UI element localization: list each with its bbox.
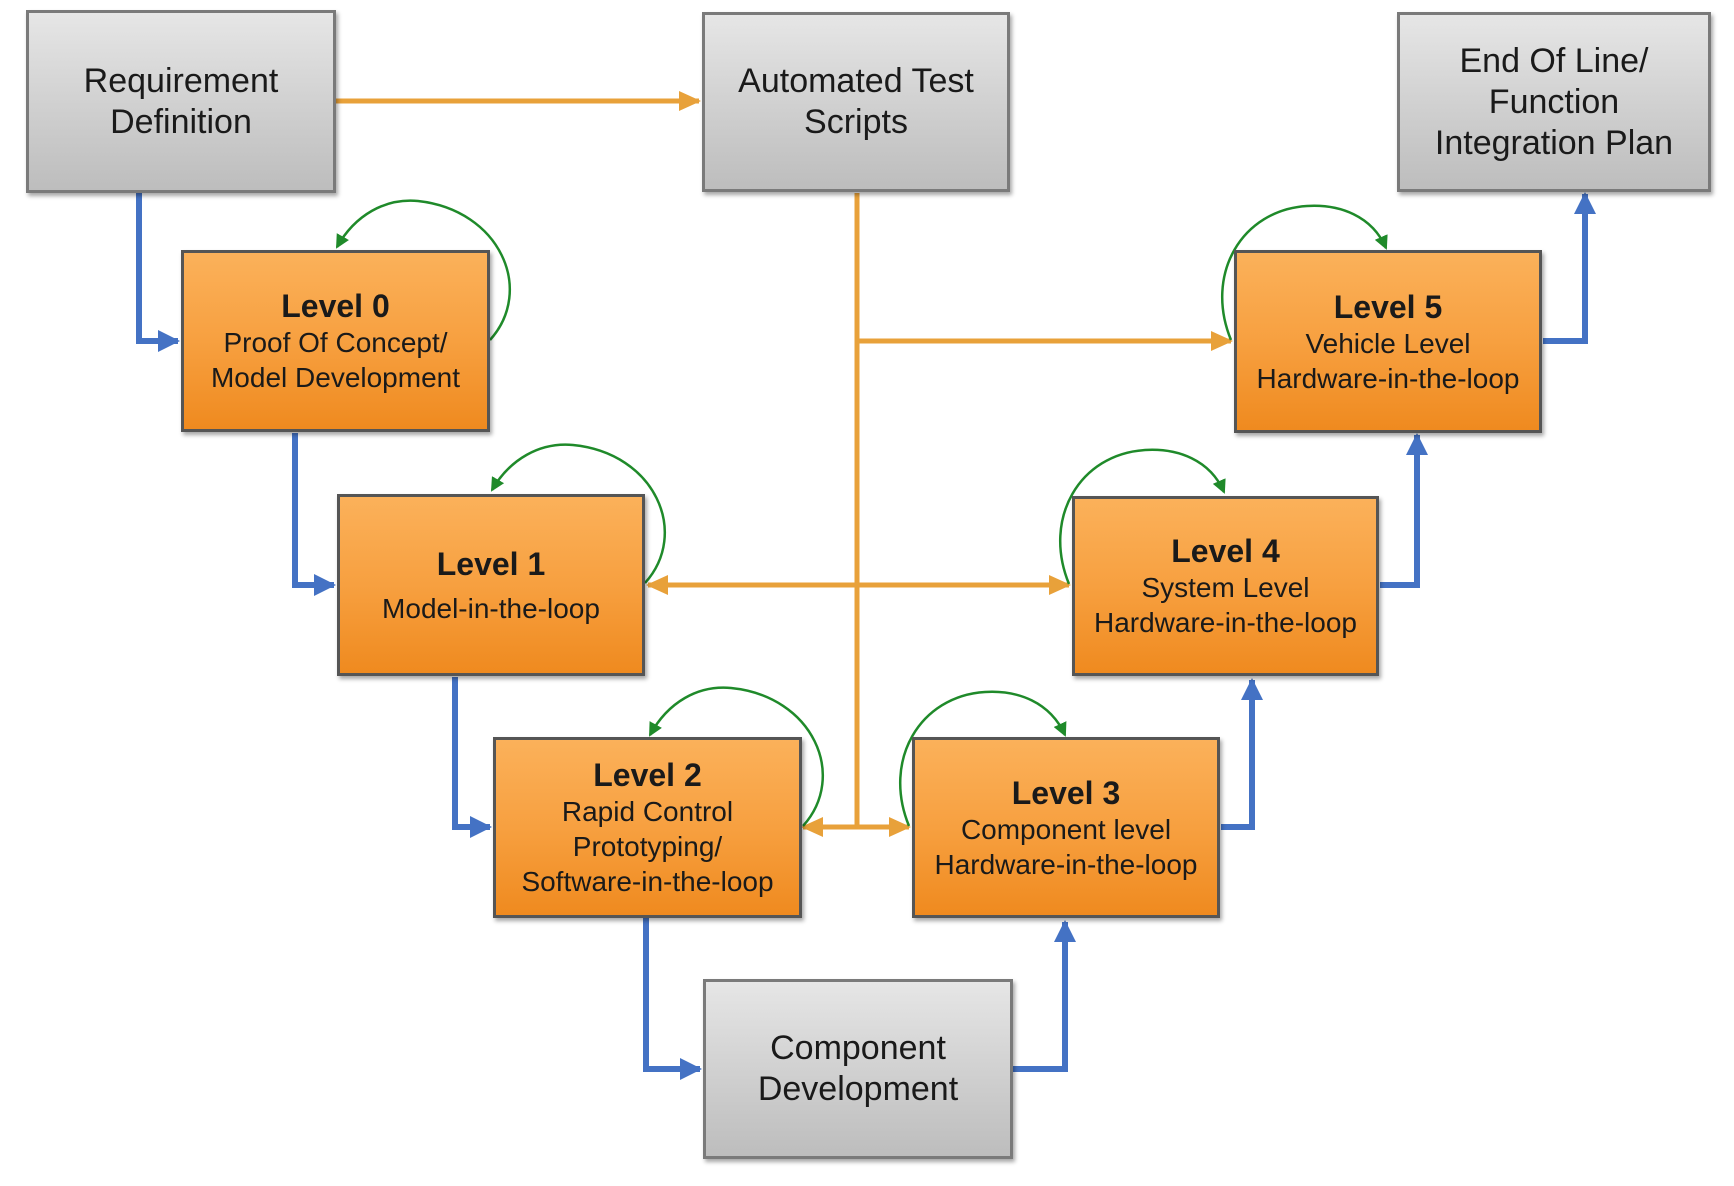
endofline-line-2: Function [1488, 82, 1620, 121]
level-0-line-1: Proof Of Concept/ [223, 327, 448, 358]
loop-level1-icon [490, 443, 667, 584]
level-3-line-1: Component level [960, 813, 1172, 845]
level-1-box: Level 1 Model-in-the-loop [337, 494, 645, 676]
scripts-line-1: Automated Test [738, 62, 974, 100]
level-3-line-2: Hardware-in-the-loop [934, 848, 1198, 880]
endofline-line-3: Integration Plan [1434, 123, 1674, 162]
arrow-level0-to-level1 [292, 433, 336, 596]
test-connectors [336, 91, 1233, 837]
level-4-title: Level 4 [1171, 533, 1280, 569]
level-4-line-2: Hardware-in-the-loop [1093, 607, 1357, 638]
automated-test-scripts-box: Automated Test Scripts [702, 12, 1010, 192]
arrow-component-to-level3 [1012, 920, 1076, 1072]
level-2-line-2: Prototyping/ [572, 831, 723, 862]
arrow-level2-to-component [643, 918, 702, 1080]
loop-level4-icon [1059, 448, 1226, 585]
loop-level3-icon [899, 690, 1067, 827]
requirement-line-2: Definition [110, 102, 252, 141]
level-4-box: Level 4 System Level Hardware-in-the-loo… [1072, 496, 1379, 676]
component-development-box: Component Development [703, 979, 1013, 1159]
arrow-requirement-to-level0 [136, 193, 180, 352]
endofline-line-1: End Of Line/ [1459, 41, 1649, 80]
level-3-box: Level 3 Component level Hardware-in-the-… [912, 737, 1220, 918]
iteration-loops [335, 199, 1388, 827]
arrow-level5-to-endofline [1543, 192, 1596, 344]
level-5-box: Level 5 Vehicle Level Hardware-in-the-lo… [1234, 250, 1542, 433]
arrow-level1-to-level2 [452, 677, 492, 838]
level-1-title: Level 1 [436, 545, 546, 582]
level-2-line-3: Software-in-the-loop [521, 866, 774, 897]
component-line-2: Development [757, 1070, 959, 1108]
level-4-line-1: System Level [1141, 572, 1310, 603]
arrow-level3-to-level4 [1221, 678, 1263, 830]
level-5-title: Level 5 [1333, 288, 1443, 325]
component-line-1: Component [770, 1029, 946, 1067]
loop-level2-icon [648, 686, 825, 827]
level-3-title: Level 3 [1011, 774, 1121, 811]
flow-connectors [136, 192, 1596, 1080]
requirement-definition-box: Requirement Definition [26, 10, 336, 193]
level-5-line-1: Vehicle Level [1305, 327, 1471, 359]
loop-level5-icon [1221, 204, 1388, 341]
end-of-line-box: End Of Line/ Function Integration Plan [1397, 12, 1711, 192]
level-2-line-1: Rapid Control [561, 796, 734, 827]
level-2-title: Level 2 [593, 757, 702, 793]
level-2-box: Level 2 Rapid Control Prototyping/ Softw… [493, 737, 802, 918]
level-0-box: Level 0 Proof Of Concept/ Model Developm… [181, 250, 490, 432]
loop-level0-icon [335, 199, 512, 341]
level-0-title: Level 0 [281, 288, 390, 324]
requirement-line-1: Requirement [83, 61, 279, 100]
level-1-line-1: Model-in-the-loop [382, 592, 600, 624]
scripts-line-2: Scripts [804, 103, 908, 141]
arrow-level4-to-level5 [1380, 433, 1428, 588]
level-5-line-2: Hardware-in-the-loop [1256, 362, 1520, 394]
level-0-line-2: Model Development [210, 362, 461, 393]
